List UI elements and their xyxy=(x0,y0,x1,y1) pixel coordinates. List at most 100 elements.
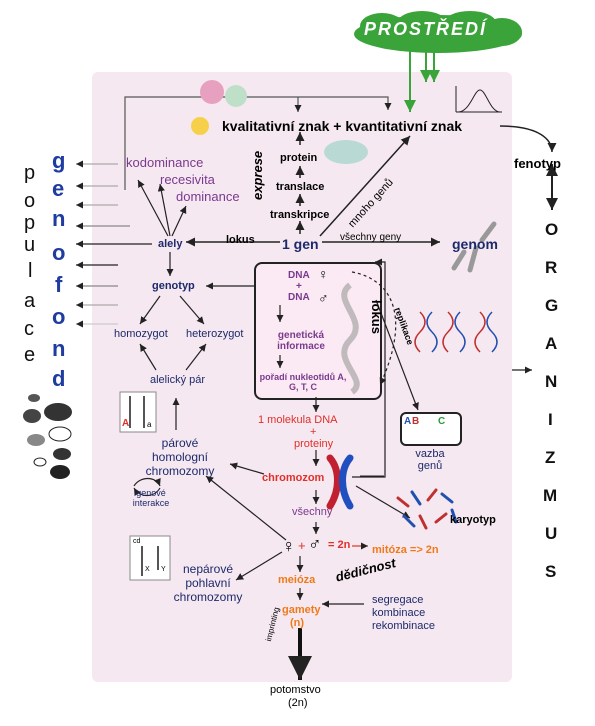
dna-helix-icon xyxy=(414,311,498,353)
gene-linkage-box xyxy=(400,412,462,446)
offspring-label: potomstvo xyxy=(270,684,321,696)
karyotype-icon xyxy=(396,488,458,530)
traits-to-phenotype-arrow xyxy=(499,125,557,153)
genofond-letter: d xyxy=(52,366,66,391)
genofond-letter: g xyxy=(52,148,66,173)
genofond-letter: e xyxy=(52,176,65,201)
homozygote-label: homozygot xyxy=(114,328,168,340)
genome-icon xyxy=(451,221,497,273)
karyotype-label: karyotyp xyxy=(450,514,496,526)
recombination-label: rekombinace xyxy=(372,620,435,632)
genotype-label: genotyp xyxy=(152,280,195,292)
offspring-2n-label: (2n) xyxy=(288,697,308,709)
translation-label: translace xyxy=(276,181,325,193)
linkage-letter-a: A xyxy=(404,416,412,427)
gametes-n-label: (n) xyxy=(290,617,305,629)
mitosis-label: mitóza => 2n xyxy=(372,544,439,556)
zygote-female-icon: ♀ xyxy=(282,536,296,556)
organism-letter: M xyxy=(543,486,558,505)
dna-male-label: DNA xyxy=(288,292,310,303)
traits-label: kvalitativní znak + kvantitativní znak xyxy=(222,118,463,134)
population-letter: c xyxy=(24,318,34,340)
environment-cloud xyxy=(354,11,522,53)
nonhomologous-label: nepárové pohlavní chromozomy xyxy=(173,562,243,604)
population-letter: o xyxy=(24,190,36,212)
locus-label: lokus xyxy=(226,234,255,246)
genetic-info-box xyxy=(254,262,382,400)
dominance-label: dominance xyxy=(176,189,240,204)
allelic-pair-icon xyxy=(119,391,157,433)
phenotype-label: fenotyp xyxy=(514,156,561,171)
population-letter: e xyxy=(24,344,36,366)
genome-label: genom xyxy=(452,236,498,252)
male-icon: ♂ xyxy=(318,290,329,306)
linkage-label: vazba genů xyxy=(415,448,445,472)
sex-chrom-letter-cd: cd xyxy=(133,538,141,545)
genetic-info-label: genetická informace xyxy=(277,330,325,352)
meiosis-label: meióza xyxy=(278,574,316,586)
all-genes-label: všechny geny xyxy=(340,232,402,243)
gene-interactions-label: genové interakce xyxy=(132,488,170,508)
population-letter: l xyxy=(28,260,33,282)
chromatin-icon xyxy=(341,282,360,395)
sex-chrom-letter-x: X xyxy=(145,566,150,573)
gametes-label: gamety xyxy=(282,604,321,616)
one-dna-molecule-label: 1 molekula DNA xyxy=(258,414,338,426)
distribution-curve xyxy=(457,89,501,113)
all-chromosomes-label: všechny xyxy=(292,506,333,518)
sex-chrom-icon xyxy=(129,535,171,581)
color-blob-icon xyxy=(200,80,224,104)
segregation-label: segregace xyxy=(372,594,424,606)
organism-letter: A xyxy=(545,334,558,353)
sheep-icon xyxy=(23,394,72,479)
population-letter: a xyxy=(24,290,36,312)
population-letter: p xyxy=(24,212,36,234)
allele-small-letter: a xyxy=(147,420,152,429)
combination-label: kombinace xyxy=(372,607,426,619)
genofond-letter: n xyxy=(52,336,66,361)
organism-letter: Z xyxy=(545,448,556,467)
organism-letter: S xyxy=(545,562,557,581)
expression-label: exprese xyxy=(250,150,265,200)
codominance-label: kodominance xyxy=(126,155,204,170)
linkage-letter-b: B xyxy=(412,416,420,427)
alleles-label: alely xyxy=(158,238,183,250)
transcription-label: transkripce xyxy=(270,209,330,221)
protein-icon xyxy=(324,140,368,164)
chromosome-icon xyxy=(326,454,354,510)
chromosome-label: chromozom xyxy=(262,472,325,484)
nucleotide-order-label: pořadí nukleotidů A, G, T, C xyxy=(259,372,347,392)
linkage-letter-c: C xyxy=(438,416,446,427)
sex-chrom-letter-y: Y xyxy=(161,566,166,573)
diploid-label: = 2n xyxy=(328,539,351,551)
allele-big-letter: A xyxy=(122,418,130,429)
chromosome-plus: + xyxy=(310,426,317,438)
organism-letter: U xyxy=(545,524,558,543)
top-feedback-line xyxy=(124,96,392,190)
female-icon: ♀ xyxy=(318,266,329,282)
environment-label: PROSTŘEDÍ xyxy=(364,19,488,39)
info-plus: + xyxy=(296,281,302,292)
proteins-label: proteiny xyxy=(294,438,334,450)
dna-female-label: DNA xyxy=(288,270,310,281)
organism-letter: G xyxy=(545,296,559,315)
zygote-male-icon: ♂ xyxy=(308,534,322,554)
organism-letter: I xyxy=(548,410,553,429)
genofond-letter: o xyxy=(52,304,66,329)
zygote-plus: + xyxy=(298,538,306,553)
protein-label: protein xyxy=(280,152,318,164)
recessivity-label: recesivita xyxy=(160,172,215,187)
allelic-pair-label: alelický pár xyxy=(150,374,206,386)
organism-letter: N xyxy=(545,372,558,391)
genofond-letter: f xyxy=(55,272,63,297)
heterozygote-label: heterozygot xyxy=(186,328,244,340)
homologous-chromosomes-label: párové homologní chromozomy xyxy=(145,436,215,478)
population-letter: u xyxy=(24,234,36,256)
locus-vertical-label: lokus xyxy=(369,300,384,334)
organism-letter: R xyxy=(545,258,558,277)
genofond-letter: o xyxy=(52,240,66,265)
population-letter: p xyxy=(24,162,36,184)
genofond-letter: n xyxy=(52,206,66,231)
one-gene-label: 1 gen xyxy=(282,236,319,252)
